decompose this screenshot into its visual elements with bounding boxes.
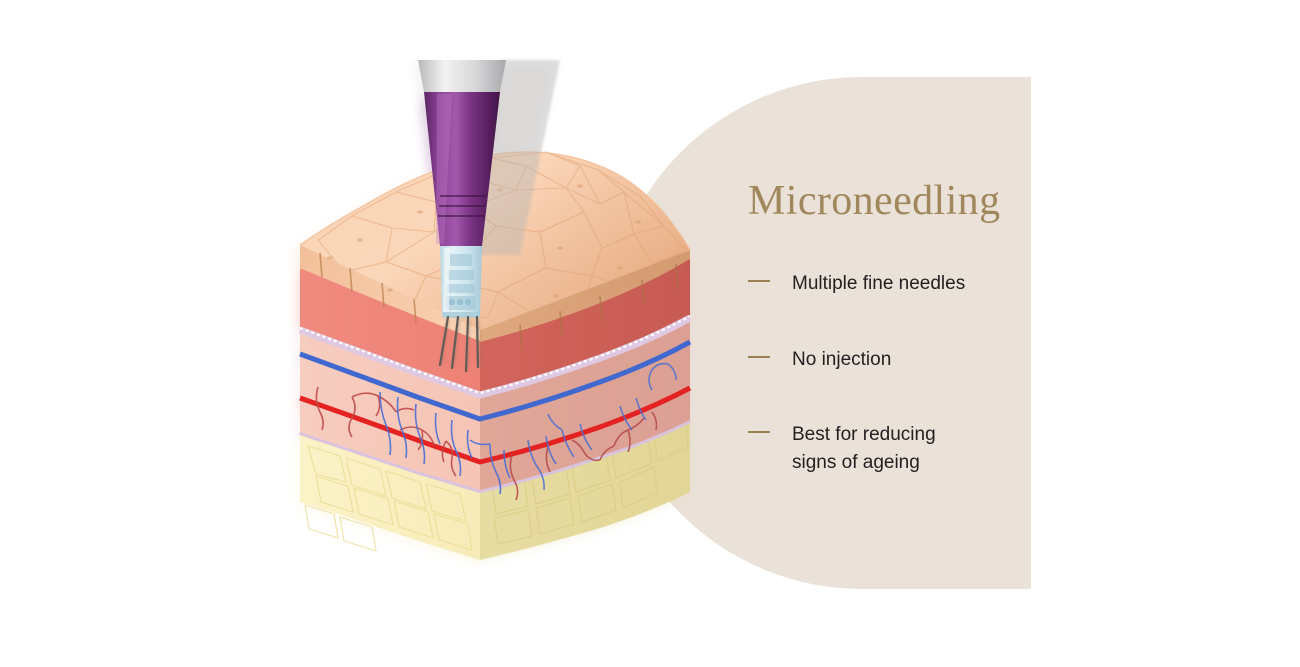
- fat-layer-right: [480, 420, 690, 560]
- papillary-dermis-right: [480, 258, 690, 395]
- page-title: Microneedling: [748, 178, 1001, 224]
- feature-list: Multiple fine needles No injection Best …: [748, 270, 1048, 476]
- list-item: No injection: [748, 346, 1048, 374]
- dash-icon: [748, 355, 770, 358]
- dash-icon: [748, 280, 770, 282]
- pen-grip-rings: [438, 195, 486, 217]
- pen-cap: [418, 60, 506, 92]
- fat-layer-left: [300, 432, 480, 560]
- vein-line: [299, 339, 692, 422]
- list-item: Multiple fine needles: [748, 270, 1048, 298]
- dash-icon: [748, 431, 770, 434]
- info-text-block: Microneedling: [748, 180, 1048, 222]
- list-item-label: Best for reducing signs of ageing: [792, 424, 936, 473]
- list-item: Best for reducing signs of ageing: [748, 421, 1048, 476]
- list-item-label: No injection: [792, 348, 892, 370]
- list-item-label: Multiple fine needles: [792, 273, 966, 294]
- papillary-dermis-left: [300, 268, 480, 395]
- dermis-boundary: [298, 314, 692, 399]
- artery-line: [299, 385, 692, 465]
